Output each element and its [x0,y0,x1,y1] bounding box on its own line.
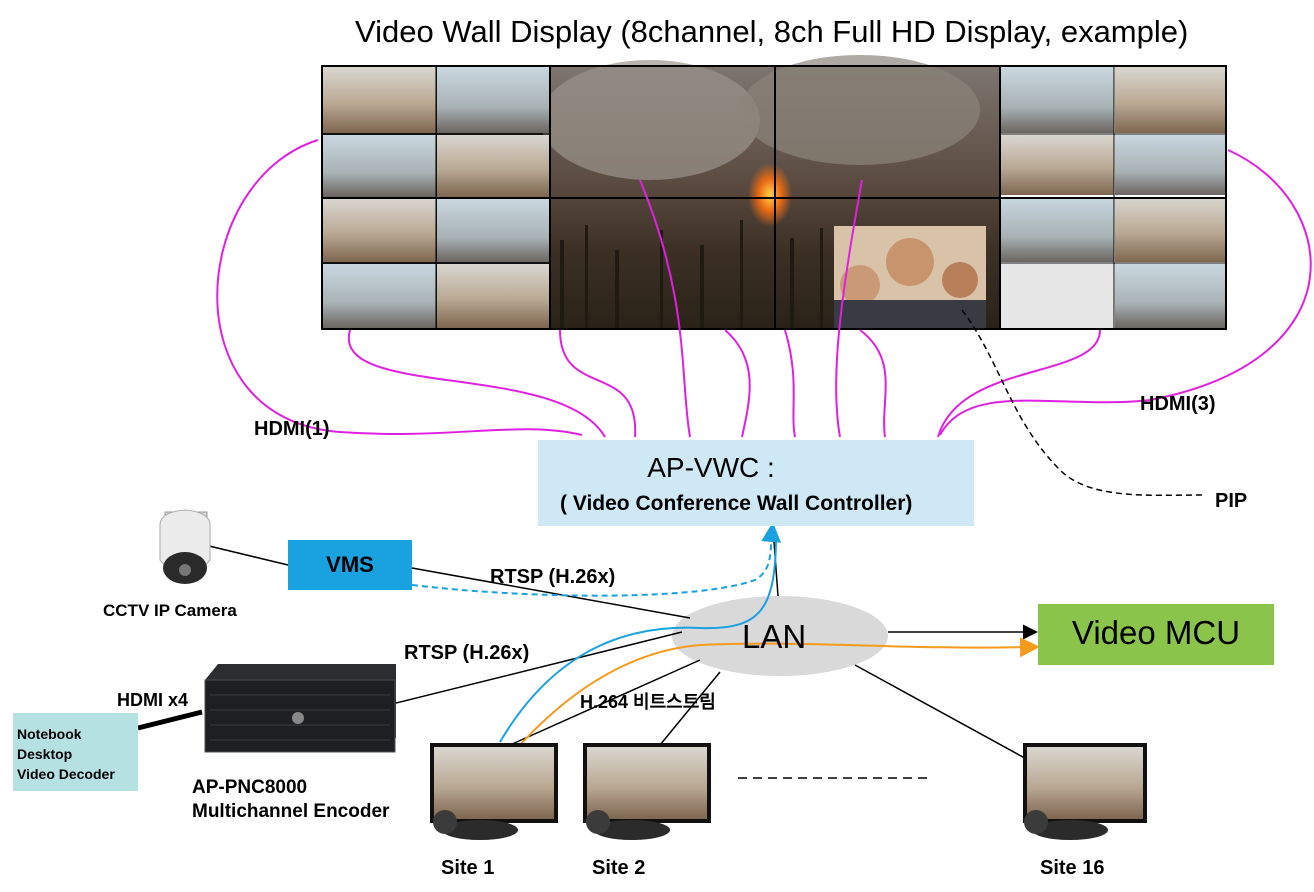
rtsp-lines [411,522,782,743]
pip-label: PIP [1215,490,1248,512]
hdmi-x4-label: HDMI x4 [117,690,189,710]
hdmi-lines [216,139,1312,438]
hdmi1-label: HDMI(1) [254,418,330,440]
cctv-camera-icon [159,509,211,584]
encoder-description: Multichannel Encoder [192,801,390,822]
notebook-label: Notebook Desktop Video Decoder [17,724,137,784]
rtsp-top-label: RTSP (H.26x) [490,566,616,588]
controller-subtitle: ( Video Conference Wall Controller) [560,492,913,515]
pip-dashed-line [961,309,1206,497]
h264-line [519,637,1040,746]
site-2-terminal-icon [583,743,711,840]
network-lines [204,527,1038,763]
site-16-label: Site 16 [1040,857,1105,879]
encoder-device-icon [204,664,396,753]
mcu-box [1038,604,1274,665]
cctv-label: CCTV IP Camera [103,601,237,620]
lan-cloud [672,596,888,676]
site-1-label: Site 1 [441,857,495,879]
site-1-terminal-icon [430,743,558,840]
controller-box [538,440,974,526]
mcu-label: Video MCU [1071,614,1241,651]
vms-box [288,540,412,590]
encoder-label: AP-PNC8000 Multichannel Encoder [192,776,389,824]
site-16-terminal-icon [1023,743,1147,840]
encoder-model: AP-PNC8000 [192,777,308,798]
hdmi3-label: HDMI(3) [1140,393,1216,415]
lan-label: LAN [742,618,807,655]
rtsp-bottom-label: RTSP (H.26x) [404,642,530,664]
notebook-line-1: Notebook [17,726,82,742]
h264-label: H.264 비트스트림 [580,692,716,712]
controller-name: AP-VWC : [647,452,775,483]
notebook-box [13,713,138,791]
video-wall [321,55,1227,330]
vms-label: VMS [326,552,374,577]
hdmi-x4-cable [137,709,203,731]
site-2-label: Site 2 [592,857,646,879]
notebook-line-2: Desktop [17,746,73,762]
notebook-line-3: Video Decoder [17,766,115,782]
